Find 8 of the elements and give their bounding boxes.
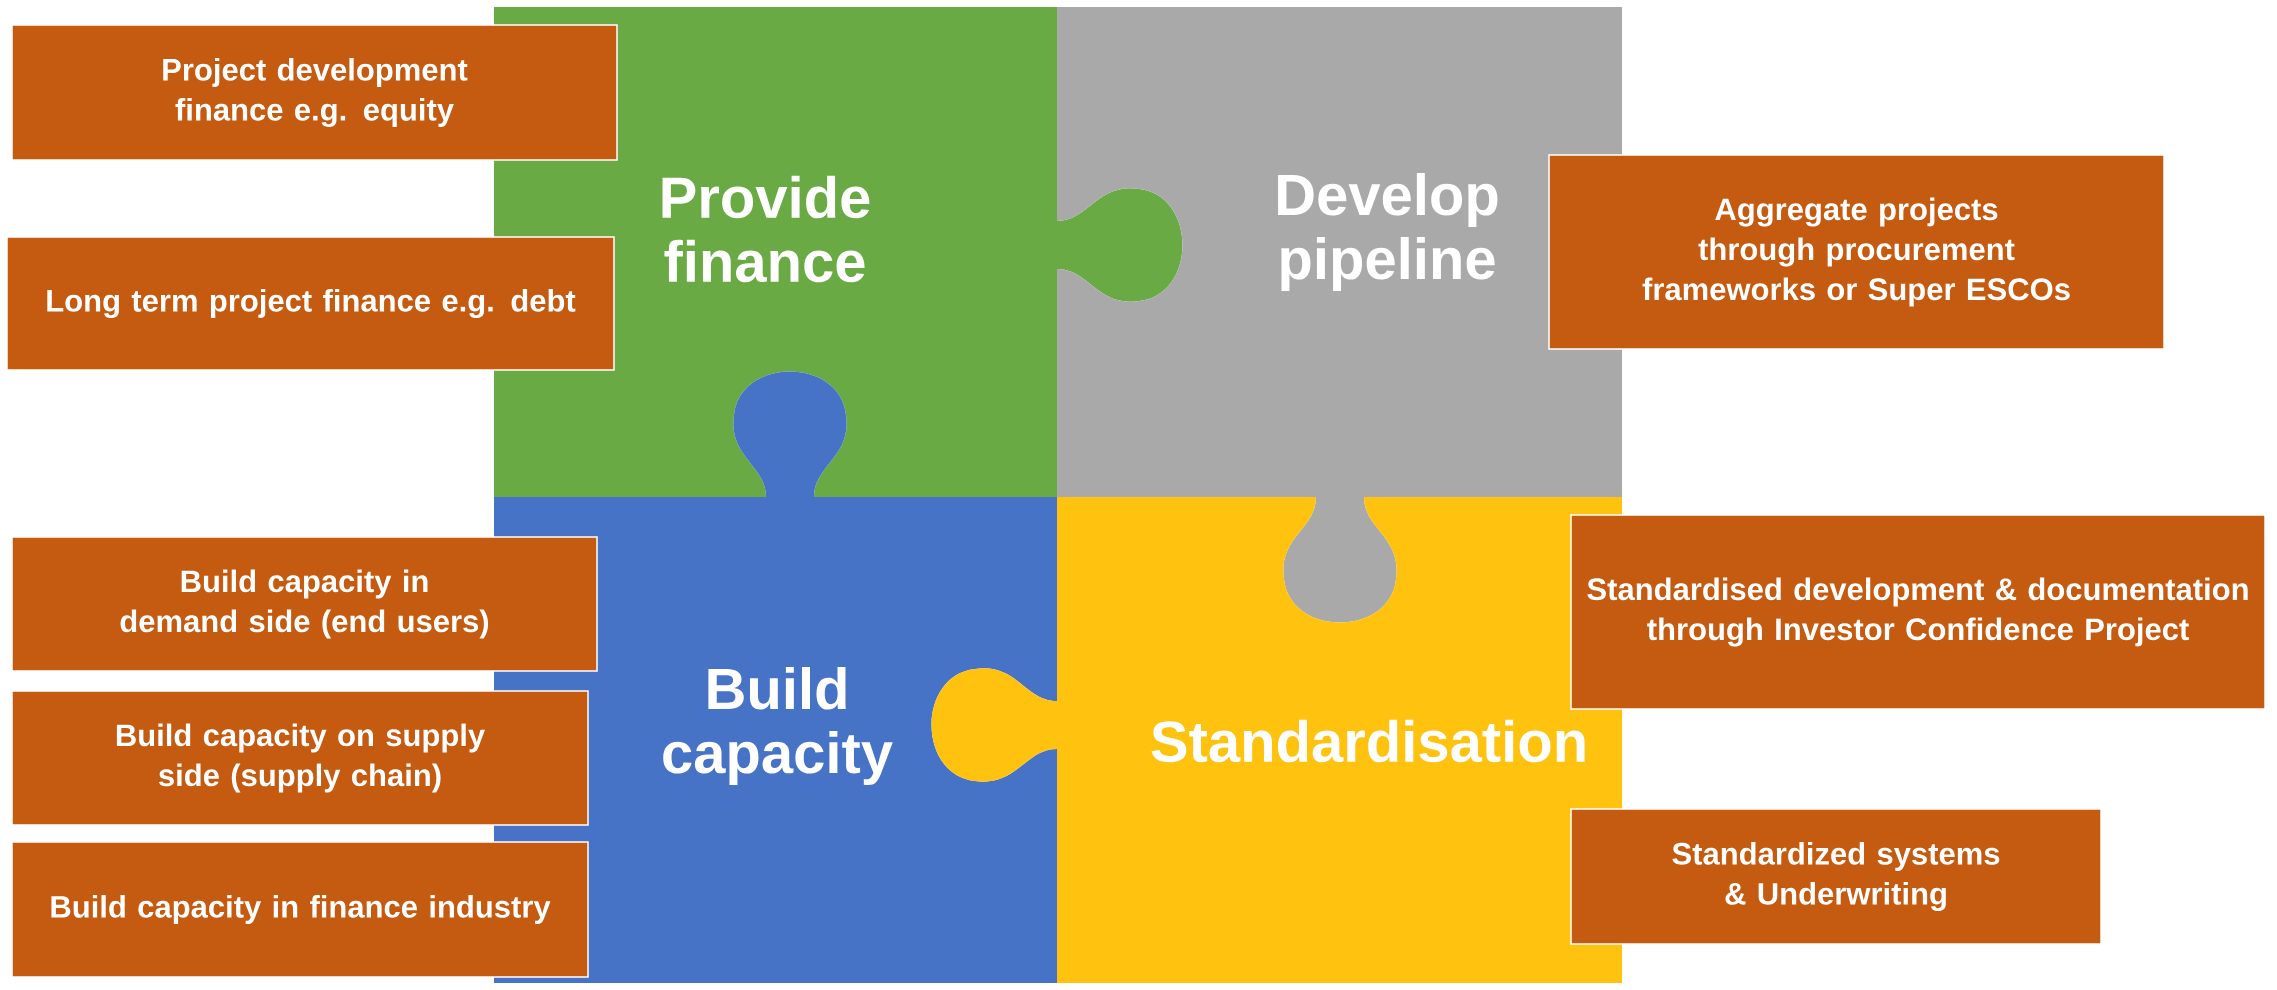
text-box: Standardized systems & Underwriting (1570, 808, 2102, 945)
text-box: Build capacity in demand side (end users) (11, 536, 598, 672)
text-box: Build capacity on supply side (supply chain) (11, 690, 589, 826)
text-box: Build capacity in finance industry (11, 841, 589, 978)
text-box: Long term project finance e.g. debt (6, 236, 615, 371)
text-box: Project development finance e.g. equity (11, 24, 618, 161)
text-box: Standardised development & documentation through Investor Confidence Project (1570, 514, 2266, 710)
text-box: Aggregate projects through procurement frameworks or Super ESCOs (1548, 154, 2165, 350)
